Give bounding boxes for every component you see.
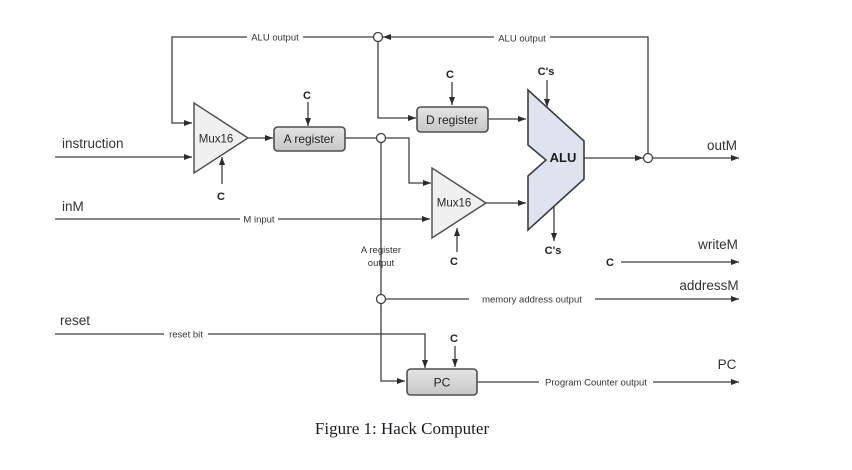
writem-c-label: C bbox=[606, 257, 614, 269]
outm-node bbox=[642, 152, 654, 164]
d-register-c-label: C bbox=[446, 69, 454, 81]
figure-caption: Figure 1: Hack Computer bbox=[314, 419, 490, 438]
writem-label: writeM bbox=[697, 237, 738, 252]
reset-bit-label-bg bbox=[164, 328, 208, 340]
mux2-shape bbox=[431, 166, 488, 240]
alu-output-node bbox=[372, 31, 384, 43]
mux2-c-label: C bbox=[450, 256, 458, 268]
a-register-output-label-line2: output bbox=[368, 258, 395, 269]
m-input-label-bg bbox=[240, 213, 278, 225]
inm-label: inM bbox=[62, 199, 84, 214]
d-register-box bbox=[416, 106, 489, 133]
a-out-to-pc-wire bbox=[380, 303, 405, 384]
a-register-output-label-line1: A register bbox=[361, 245, 401, 256]
a-register-box bbox=[273, 126, 346, 152]
reset-label: reset bbox=[60, 313, 90, 328]
pc-c-label: C bbox=[450, 333, 458, 345]
a-register-label: A register bbox=[284, 132, 335, 146]
m-input-label: M input bbox=[243, 215, 275, 226]
alu-output-left-label: ALU output bbox=[251, 33, 299, 44]
pc-out-label: PC bbox=[718, 357, 737, 372]
alu-bottom-cs-label: C's bbox=[545, 245, 562, 257]
mux1-label: Mux16 bbox=[199, 134, 234, 146]
memory-address-output-label: memory address output bbox=[482, 295, 582, 306]
pc-label: PC bbox=[434, 376, 451, 390]
memory-address-node bbox=[375, 293, 387, 305]
mux2-label: Mux16 bbox=[437, 198, 472, 210]
alu-label: ALU bbox=[550, 150, 577, 165]
alu-shape bbox=[527, 88, 585, 232]
alu-output-left-label-bg bbox=[247, 31, 303, 43]
alu-feedback-right-wire bbox=[383, 34, 649, 153]
reset-wire bbox=[55, 333, 428, 368]
d-register-label: D register bbox=[426, 113, 478, 127]
alu-output-right-label: ALU output bbox=[498, 34, 546, 45]
alu-top-cs-label: C's bbox=[538, 66, 555, 78]
a-register-output-node bbox=[375, 132, 387, 144]
memory-address-label-bg bbox=[469, 292, 595, 306]
a-register-c-label: C bbox=[303, 90, 311, 102]
pc-output-label-bg bbox=[539, 375, 653, 389]
alu-out-to-d-register-wire bbox=[377, 41, 416, 121]
a-out-to-mux2-wire bbox=[385, 137, 431, 186]
mux1-c-label: C bbox=[217, 191, 225, 203]
instruction-label: instruction bbox=[62, 136, 124, 151]
addressm-label: addressM bbox=[679, 278, 738, 293]
mux1-shape bbox=[193, 101, 250, 175]
reset-bit-label: reset bit bbox=[169, 330, 203, 341]
outm-label: outM bbox=[707, 138, 737, 153]
pc-box bbox=[406, 368, 478, 396]
program-counter-output-label: Program Counter output bbox=[545, 378, 647, 389]
alu-output-right-label-bg bbox=[494, 32, 550, 44]
